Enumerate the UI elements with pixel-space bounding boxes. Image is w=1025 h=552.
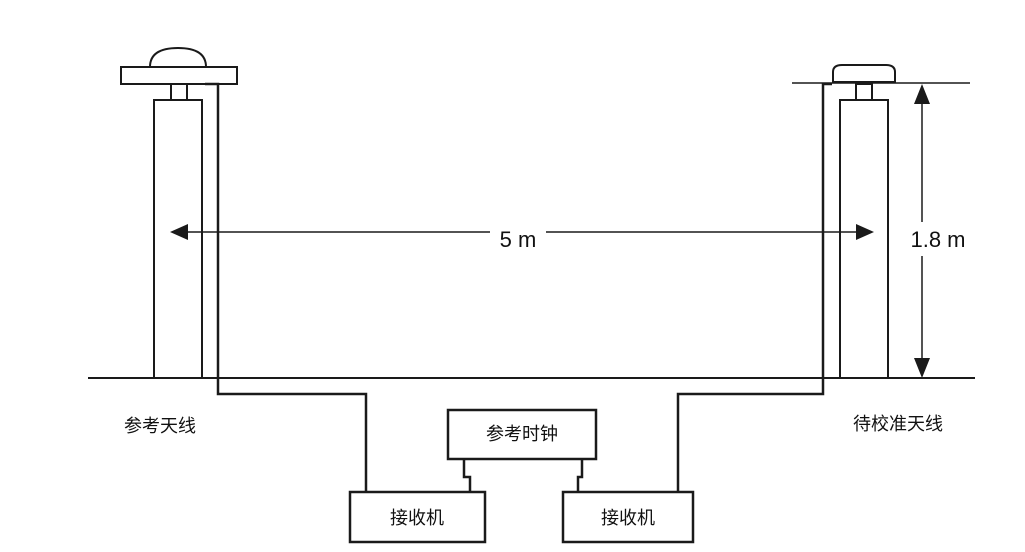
- calibration-antenna-label: 待校准天线: [853, 414, 943, 435]
- height-arrow: [914, 84, 930, 378]
- reference-clock-label: 参考时钟: [486, 424, 558, 445]
- clock-link-left: [462, 459, 472, 492]
- receiver-right-label: 接收机: [601, 508, 655, 529]
- height-arrowhead-top: [914, 84, 930, 104]
- receiver-left-box: [348, 490, 487, 544]
- reference-antenna-label: 参考天线: [124, 416, 196, 437]
- distance-arrow: [170, 224, 874, 240]
- receiver-right-box: [561, 490, 695, 544]
- distance-arrowhead-right: [856, 224, 874, 240]
- cable-left: [205, 82, 368, 492]
- receiver-left-label: 接收机: [390, 508, 444, 529]
- reference-antenna: [120, 46, 238, 379]
- cable-right: [676, 82, 832, 492]
- reference-antenna-mount: [170, 83, 188, 101]
- distance-arrowhead-left: [170, 224, 188, 240]
- reference-antenna-plate: [120, 66, 238, 85]
- height-label: 1.8 m: [910, 227, 965, 252]
- calibration-antenna-pole: [839, 99, 889, 379]
- calibration-antenna-dome: [832, 64, 896, 83]
- distance-label: 5 m: [500, 227, 537, 252]
- antenna-under-calibration: [792, 64, 970, 379]
- clock-link-right: [576, 459, 584, 492]
- calibration-antenna-mount: [855, 83, 873, 101]
- reference-antenna-pole: [153, 99, 203, 379]
- reference-clock-box: [446, 408, 598, 461]
- reference-antenna-dome: [149, 46, 207, 68]
- height-arrowhead-bottom: [914, 358, 930, 378]
